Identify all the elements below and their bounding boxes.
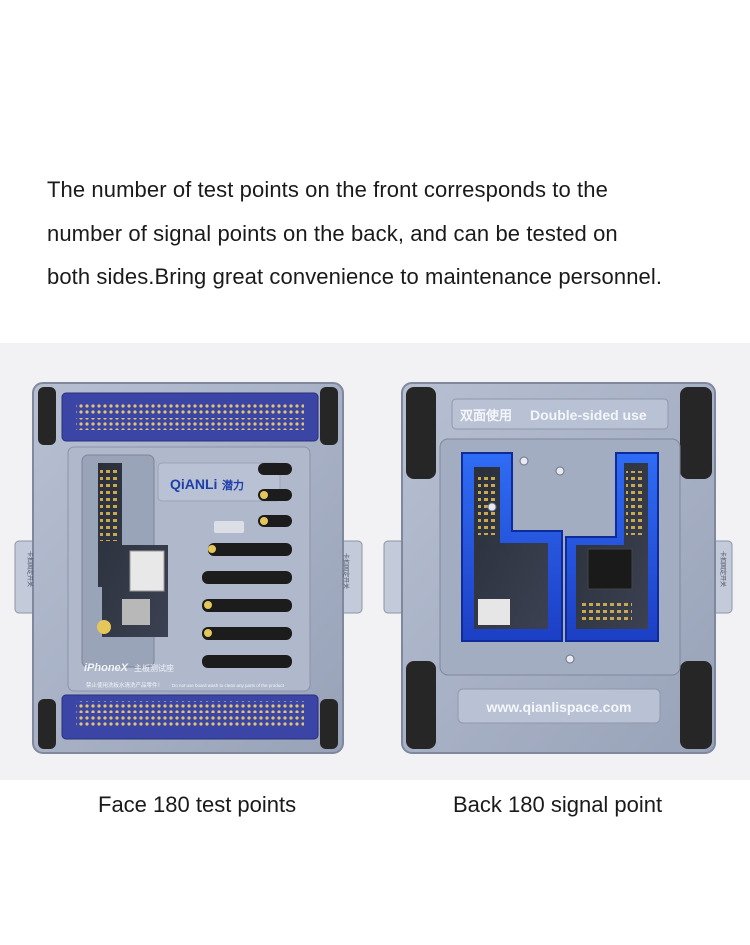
back-pad-br <box>680 661 712 749</box>
back-fixture: 双面使用 Double-sided use www.qianlispace.co… <box>383 382 733 754</box>
front-brand-logo: QiANLi <box>170 476 217 492</box>
front-top-pins-row-2 <box>76 418 304 430</box>
front-brand-cn: 潜力 <box>222 478 244 492</box>
back-screws <box>487 456 575 664</box>
front-pcb-screw <box>97 620 111 634</box>
back-left-pcb-shield <box>478 599 510 625</box>
front-slot-studs <box>204 491 268 637</box>
front-caption: Face 180 test points <box>98 792 297 817</box>
back-banner-cn: 双面使用 <box>460 408 512 424</box>
front-model-cn: 主板测试座 <box>134 663 174 673</box>
front-pcb-shield-2 <box>122 599 150 625</box>
front-top-pin-panel <box>61 392 319 442</box>
back-banner-en: Double-sided use <box>530 407 647 423</box>
front-sim-window <box>214 521 244 533</box>
product-photo: QiANLi 潜力 iPhoneX 主板测试座 禁止使用洗板水清洗产品零件！ D… <box>0 343 750 780</box>
back-pad-bl <box>406 661 436 749</box>
back-banner <box>451 398 669 430</box>
back-right-clamp-label: 卡扣固定开关 <box>719 551 727 587</box>
back-right-pcb-pads <box>582 599 632 621</box>
front-warning-cn: 禁止使用洗板水清洗产品零件！ <box>86 681 163 689</box>
front-model-label: iPhoneX <box>84 662 129 674</box>
back-caption: Back 180 signal point <box>453 792 663 817</box>
description-line-1: The number of test points on the front c… <box>47 177 608 202</box>
description-line-3: both sides.Bring great convenience to ma… <box>47 264 663 289</box>
front-left-clamp-label: 卡扣固定开关 <box>26 551 34 587</box>
front-bottom-pins-row-2 <box>76 716 304 728</box>
front-top-pins-row-1 <box>76 403 304 415</box>
back-left-pcb-contacts <box>478 475 496 535</box>
front-pad-tr <box>320 387 338 445</box>
front-pad-tl <box>38 387 56 445</box>
front-brand-badge <box>157 462 281 502</box>
fixtures-illustration: QiANLi 潜力 iPhoneX 主板测试座 禁止使用洗板水清洗产品零件！ D… <box>14 382 733 754</box>
description-line-2: number of signal points on the back, and… <box>47 220 618 246</box>
front-pcb-shield-1 <box>129 550 165 592</box>
description-text: The number of test points on the front c… <box>47 168 747 299</box>
back-url-text: www.qianlispace.com <box>486 699 632 715</box>
back-url-plate <box>457 688 661 724</box>
front-fixture: QiANLi 潜力 iPhoneX 主板测试座 禁止使用洗板水清洗产品零件！ D… <box>14 382 363 754</box>
front-pad-br <box>320 699 338 749</box>
front-bottom-pins-row-1 <box>76 701 304 713</box>
front-right-clamp-label: 卡扣固定开关 <box>342 553 350 589</box>
front-pcb-contacts <box>100 467 120 541</box>
front-pad-bl <box>38 699 56 749</box>
back-right-pcb-contacts <box>626 471 644 535</box>
front-warning-en: Do not use board wash to clean any parts… <box>172 683 285 688</box>
back-pad-tl <box>406 387 436 479</box>
back-pad-tr <box>680 387 712 479</box>
back-right-chip <box>587 548 633 590</box>
